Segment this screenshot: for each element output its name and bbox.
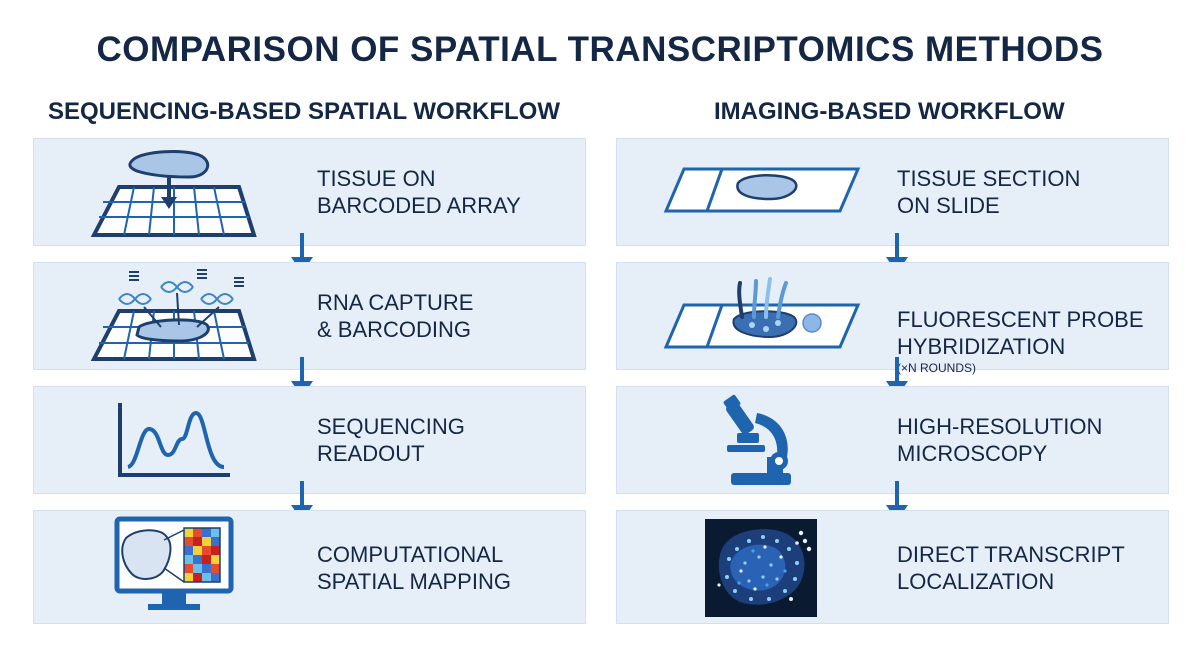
right-step-2-title: FLUORESCENT PROBE HYBRIDIZATION xyxy=(897,307,1144,359)
right-step-3-label: HIGH-RESOLUTION MICROSCOPY xyxy=(897,414,1103,466)
rna-capture-icon xyxy=(90,269,257,361)
right-step-3: HIGH-RESOLUTION MICROSCOPY xyxy=(616,386,1169,494)
monitor-heatmap-icon xyxy=(114,516,234,610)
left-step-1: TISSUE ON BARCODED ARRAY xyxy=(33,138,586,246)
page-title: COMPARISON OF SPATIAL TRANSCRIPTOMICS ME… xyxy=(96,30,1104,69)
right-step-1-label: TISSUE SECTION ON SLIDE xyxy=(897,166,1081,218)
right-column-heading: IMAGING-BASED WORKFLOW xyxy=(714,98,1065,125)
left-column-heading: SEQUENCING-BASED SPATIAL WORKFLOW xyxy=(48,98,560,125)
sequencing-chart-icon xyxy=(118,403,230,477)
right-step-1: TISSUE SECTION ON SLIDE xyxy=(616,138,1169,246)
right-step-4: DIRECT TRANSCRIPT LOCALIZATION xyxy=(616,510,1169,624)
right-step-4-label: DIRECT TRANSCRIPT LOCALIZATION xyxy=(897,542,1125,594)
slide-icon xyxy=(663,167,861,213)
left-step-3-label: SEQUENCING READOUT xyxy=(317,414,465,466)
fluorescent-image-icon xyxy=(705,519,817,617)
right-step-2: FLUORESCENT PROBE HYBRIDIZATION (×N ROUN… xyxy=(616,262,1169,375)
microscope-icon xyxy=(723,394,791,485)
left-step-2: RNA CAPTURE & BARCODING xyxy=(33,262,586,370)
left-step-4-label: COMPUTATIONAL SPATIAL MAPPING xyxy=(317,542,511,594)
left-step-1-label: TISSUE ON BARCODED ARRAY xyxy=(317,166,521,218)
left-step-2-label: RNA CAPTURE & BARCODING xyxy=(317,290,474,342)
tissue-on-array-icon xyxy=(90,150,257,237)
left-step-3: SEQUENCING READOUT xyxy=(33,386,586,494)
right-step-2-note: (×N ROUNDS) xyxy=(897,361,977,375)
left-step-4: COMPUTATIONAL SPATIAL MAPPING xyxy=(33,510,586,624)
probe-slide-icon xyxy=(663,277,861,349)
right-step-2-label: FLUORESCENT PROBE HYBRIDIZATION (×N ROUN… xyxy=(897,279,1144,403)
